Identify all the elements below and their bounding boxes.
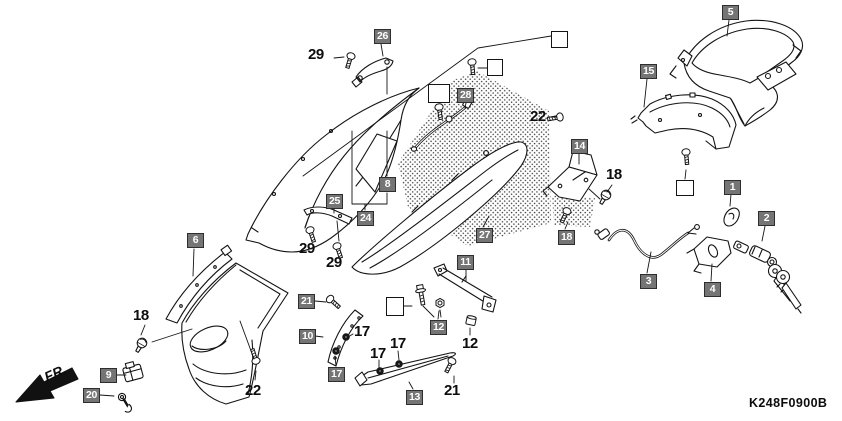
part-8-24-body-cover-left — [245, 87, 420, 253]
empty-ref-box — [676, 180, 694, 196]
callout-box-21[interactable]: 21 — [298, 294, 315, 309]
callout-text-12[interactable]: 12 — [462, 335, 478, 352]
fr-arrow — [15, 367, 79, 403]
part-9-clip — [122, 361, 144, 383]
callout-text-21[interactable]: 21 — [444, 382, 460, 399]
callout-text-22[interactable]: 22 — [245, 382, 261, 399]
callout-box-2[interactable]: 2 — [758, 211, 775, 226]
callout-text-29[interactable]: 29 — [308, 46, 324, 63]
callout-box-1[interactable]: 1 — [724, 180, 741, 195]
empty-ref-box — [428, 84, 450, 103]
screw-18-left — [132, 335, 150, 355]
grommet-17-c — [376, 367, 384, 375]
callout-box-4[interactable]: 4 — [704, 282, 721, 297]
part-3-cable — [594, 224, 700, 259]
part-11-bracket — [433, 263, 497, 313]
part-5-rear-carrier — [669, 19, 804, 127]
callout-box-15[interactable]: 15 — [640, 64, 657, 79]
part-20-hook-bolt — [117, 392, 133, 413]
collar-12 — [465, 314, 478, 327]
callout-box-13[interactable]: 13 — [406, 390, 423, 405]
empty-ref-box — [551, 31, 568, 48]
callout-box-14[interactable]: 14 — [571, 139, 588, 154]
screw-above-ref-box — [681, 147, 692, 166]
part-27-body-cover-right — [351, 141, 528, 275]
grommet-17-b — [332, 347, 340, 355]
callout-text-18[interactable]: 18 — [606, 166, 622, 183]
callout-box-26[interactable]: 26 — [374, 29, 391, 44]
callout-box-5[interactable]: 5 — [722, 5, 739, 20]
callout-text-29[interactable]: 29 — [299, 240, 315, 257]
empty-ref-box — [487, 59, 503, 76]
callout-text-17[interactable]: 17 — [390, 335, 406, 352]
empty-ref-box — [386, 297, 404, 316]
callout-box-3[interactable]: 3 — [640, 274, 657, 289]
part-15-rear-cover — [630, 92, 737, 150]
callout-box-8[interactable]: 8 — [379, 177, 396, 192]
part-1-hook — [723, 207, 740, 227]
diagram-code: K248F0900B — [749, 396, 828, 410]
callout-box-9[interactable]: 9 — [100, 368, 117, 383]
part-2-lock-cylinder-keys — [733, 240, 802, 314]
callout-box-6[interactable]: 6 — [187, 233, 204, 248]
screw-22-right — [546, 111, 565, 124]
bolt-12 — [414, 283, 429, 307]
grommet-17-d — [395, 360, 403, 368]
part-14-bracket — [542, 150, 598, 202]
callout-text-17[interactable]: 17 — [370, 345, 386, 362]
part-6-front-cover-trim — [165, 244, 233, 324]
nut-12 — [435, 297, 445, 309]
callout-text-29[interactable]: 29 — [326, 254, 342, 271]
screw-29-top — [342, 51, 357, 70]
screw-18-right — [596, 187, 614, 207]
callout-box-24[interactable]: 24 — [357, 211, 374, 226]
screw-21-top — [324, 293, 343, 311]
callout-box-27[interactable]: 27 — [476, 228, 493, 243]
callout-box-18[interactable]: 18 — [558, 230, 575, 245]
callout-box-28[interactable]: 28 — [457, 88, 474, 103]
callout-text-18[interactable]: 18 — [133, 307, 149, 324]
front-cover-body — [181, 262, 289, 405]
callout-text-17[interactable]: 17 — [354, 323, 370, 340]
callout-box-17[interactable]: 17 — [328, 367, 345, 382]
part-26-stay — [351, 57, 394, 88]
callout-box-20[interactable]: 20 — [83, 388, 100, 403]
part-4-lock-bracket — [686, 236, 732, 274]
part-25-stay-plate — [303, 206, 353, 225]
callout-box-11[interactable]: 11 — [457, 255, 474, 270]
callout-box-25[interactable]: 25 — [326, 194, 343, 209]
callout-box-12[interactable]: 12 — [430, 320, 447, 335]
leader-lines — [99, 19, 766, 397]
callout-box-10[interactable]: 10 — [299, 329, 316, 344]
callout-text-22[interactable]: 22 — [530, 108, 546, 125]
